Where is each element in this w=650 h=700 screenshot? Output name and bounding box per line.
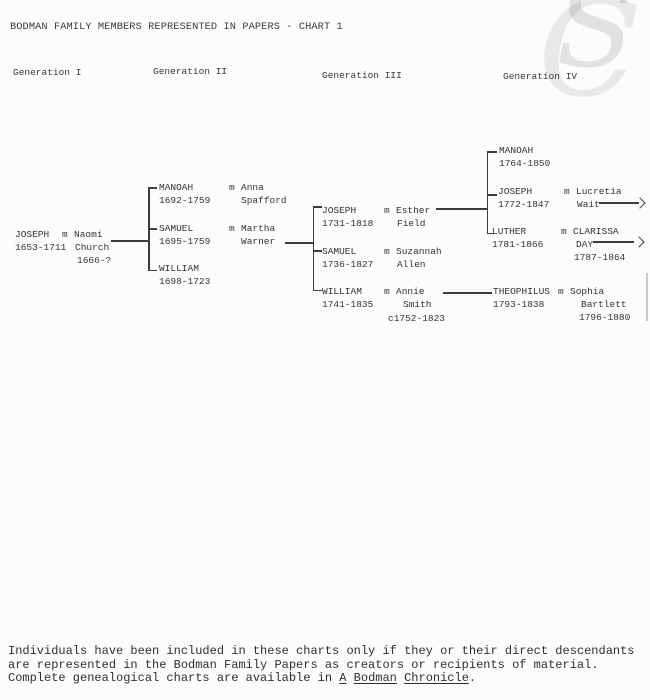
right-arrow-icon: [633, 236, 645, 248]
continuation-arrow-luther-line: [593, 241, 634, 243]
connector-gen3-to-gen4: [436, 208, 487, 210]
person-dates: 1781-1866: [492, 239, 544, 250]
spouse-name: Esther: [396, 205, 431, 216]
gen4-tick-luther: [486, 232, 493, 234]
book-title-word: Chronicle: [404, 671, 469, 685]
person-name: JOSEPH: [15, 229, 50, 240]
gen4-tick-joseph: [486, 194, 497, 196]
person-name: WILLIAM: [159, 263, 199, 274]
gen3-tick-samuel: [312, 250, 322, 252]
marriage-m: m: [564, 186, 570, 197]
marriage-m: m: [384, 286, 390, 297]
scan-edge-artifact: [646, 273, 648, 321]
book-title-word: A: [339, 671, 347, 685]
person-dates: 1731-1818: [322, 218, 374, 229]
marriage-m: m: [229, 182, 235, 193]
spouse-name: Martha: [241, 223, 276, 234]
person-dates: 1695-1759: [159, 236, 211, 247]
footer-note-line-1: Individuals have been included in these …: [8, 644, 635, 658]
connector-gen1-to-gen2: [111, 240, 149, 242]
spouse-name: CLARISSA: [573, 226, 619, 237]
marriage-m: m: [558, 286, 564, 297]
marriage-m: m: [561, 226, 567, 237]
spouse-name: Lucretia: [576, 186, 622, 197]
spouse-dates: 1787-1864: [574, 252, 626, 263]
person-name: MANOAH: [499, 145, 534, 156]
person-name: THEOPHILUS: [493, 286, 551, 297]
watermark-letter-s: S: [556, 0, 635, 94]
person-name: SAMUEL: [159, 223, 194, 234]
generation-3-header: Generation III: [322, 70, 402, 81]
footer-note-line-3: Complete genealogical charts are availab…: [8, 671, 476, 685]
marriage-m: m: [384, 205, 390, 216]
person-name: SAMUEL: [322, 246, 357, 257]
spouse-dates: 1666-?: [77, 255, 112, 266]
footer-line3-period: .: [468, 671, 477, 685]
connector-annie-to-theophilus: [443, 292, 492, 294]
person-dates: 1772-1847: [498, 199, 550, 210]
spouse-dates: c1752-1823: [388, 313, 446, 324]
gen2-tick-manoah: [148, 187, 157, 189]
page-title: BODMAN FAMILY MEMBERS REPRESENTED IN PAP…: [10, 21, 343, 33]
spouse-name: Anna: [241, 182, 264, 193]
person-dates: 1764-1850: [499, 158, 551, 169]
marriage-m: m: [62, 229, 68, 240]
book-title-word: Bodman: [353, 671, 397, 685]
person-dates: 1741-1835: [322, 299, 374, 310]
gen3-tick-joseph: [312, 206, 322, 208]
generation-1-header: Generation I: [13, 67, 82, 78]
spouse-name: Suzannah: [396, 246, 442, 257]
person-name: JOSEPH: [498, 186, 533, 197]
spouse-name: Wait: [577, 199, 600, 210]
footer-note-line-2: are represented in the Bodman Family Pap…: [8, 657, 599, 672]
spouse-name: Warner: [241, 236, 276, 247]
footer-line3-prefix: Complete genealogical charts are availab…: [8, 671, 340, 685]
gen4-tick-manoah: [486, 151, 497, 153]
continuation-arrow-joseph-line: [599, 202, 639, 204]
person-dates: 1653-1711: [15, 242, 67, 253]
gen2-tick-samuel: [148, 228, 157, 230]
generation-2-header: Generation II: [153, 66, 228, 77]
generation-4-header: Generation IV: [503, 71, 578, 82]
person-dates: 1736-1827: [322, 259, 374, 270]
gen4-bracket: [486, 151, 488, 234]
spouse-name: Naomi: [74, 229, 103, 240]
spouse-name: Annie: [396, 286, 425, 297]
spouse-name: Sophia: [570, 286, 605, 297]
spouse-name: Field: [397, 218, 426, 229]
person-dates: 1793-1838: [493, 299, 545, 310]
spouse-name: Allen: [397, 259, 426, 270]
gen3-bracket: [312, 206, 314, 291]
spouse-name: DAY: [576, 239, 594, 250]
person-name: LUTHER: [492, 226, 527, 237]
person-name: MANOAH: [159, 182, 194, 193]
person-name: WILLIAM: [322, 286, 362, 297]
person-name: JOSEPH: [322, 205, 357, 216]
spouse-name: Bartlett: [581, 299, 627, 310]
gen3-tick-william: [312, 289, 322, 291]
person-dates: 1698-1723: [159, 276, 211, 287]
marriage-m: m: [384, 246, 390, 257]
person-dates: 1692-1759: [159, 195, 211, 206]
spouse-name: Spafford: [241, 195, 287, 206]
watermark-letter-c: C: [538, 0, 639, 127]
gen2-tick-william: [148, 269, 157, 271]
spouse-name: Smith: [403, 299, 432, 310]
spouse-name: Church: [75, 242, 110, 253]
connector-gen2-to-gen3: [285, 242, 313, 244]
marriage-m: m: [229, 223, 235, 234]
right-arrow-icon: [634, 197, 646, 209]
spouse-dates: 1796-1880: [579, 312, 631, 323]
